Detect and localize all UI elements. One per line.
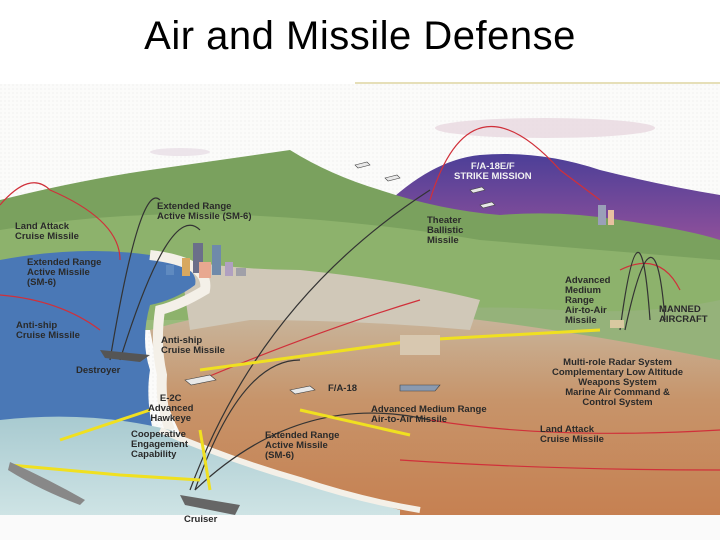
label-marine-systems: Multi-role Radar System Complementary Lo…	[552, 357, 684, 408]
label-manned-aircraft: MANNED AIRCRAFT	[659, 304, 708, 325]
label-extended-range-active-missile-top: Extended Range Active Missile (SM-6)	[157, 201, 252, 222]
label-strike-mission: F/A-18E/F STRIKE MISSION	[454, 161, 532, 182]
label-cruiser: Cruiser	[184, 514, 218, 525]
label-land-attack-cruise-missile-left: Land Attack Cruise Missile	[15, 221, 79, 242]
air-missile-defense-illustration	[0, 84, 720, 540]
destroyer-ship	[100, 350, 150, 362]
cruiser-ship	[180, 495, 240, 515]
sea	[0, 251, 196, 440]
city-skyline	[166, 205, 614, 278]
label-fa18: F/A-18	[328, 383, 358, 394]
shallow-sea	[0, 416, 400, 540]
missile-trajectories	[0, 126, 720, 491]
label-anti-ship-cruise-missile-left: Anti-ship Cruise Missile	[16, 320, 80, 341]
label-e2c-hawkeye: E-2C Advanced Hawkeye	[148, 393, 194, 424]
label-extended-range-active-missile-bottom: Extended Range Active Missile (SM-6)	[265, 430, 340, 461]
label-amraam-center: Advanced Medium Range Air-to-Air Missile	[371, 404, 487, 425]
label-land-attack-cruise-missile-right: Land Attack Cruise Missile	[540, 424, 604, 445]
aircraft	[184, 161, 496, 395]
carrier-ship	[8, 462, 85, 505]
slide-title: Air and Missile Defense	[144, 14, 576, 58]
label-destroyer: Destroyer	[76, 365, 121, 376]
label-theater-ballistic-missile: Theater Ballistic Missile	[427, 215, 464, 246]
label-anti-ship-cruise-missile-center: Anti-ship Cruise Missile	[161, 335, 225, 356]
label-cooperative-engagement-capability: Cooperative Engagement Capability	[131, 429, 189, 460]
label-extended-range-active-missile-left: Extended Range Active Missile (SM-6)	[27, 257, 102, 288]
label-amraam-right: Advanced Medium Range Air-to-Air Missile	[565, 275, 611, 326]
marine-site	[400, 320, 624, 355]
